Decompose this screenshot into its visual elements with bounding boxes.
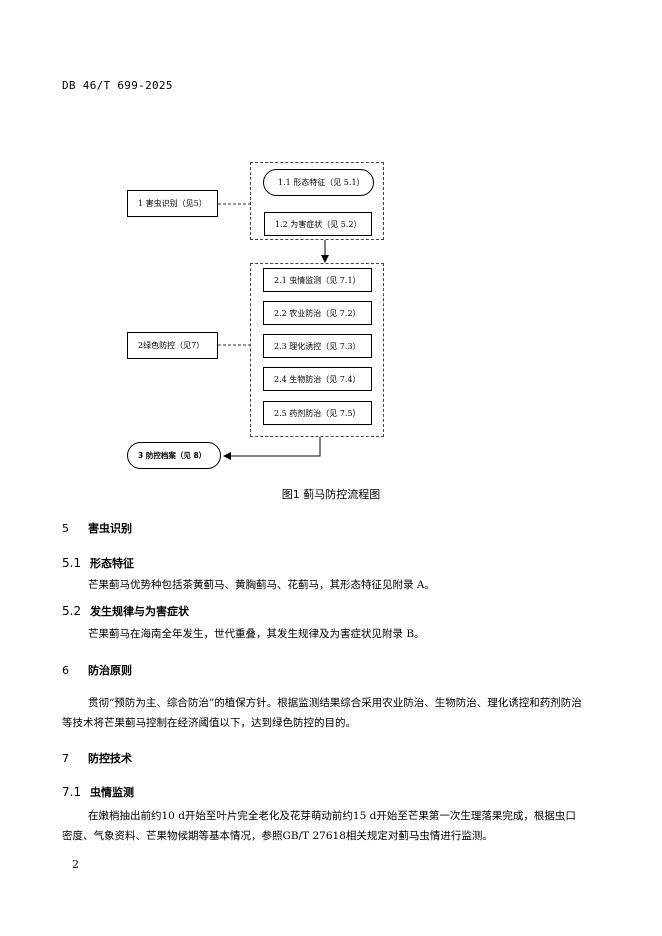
section-number: 6 [62, 664, 69, 677]
section-title: 形态特征 [90, 557, 134, 570]
section-title: 防控技术 [88, 752, 132, 765]
section-title: 发生规律与为害症状 [90, 605, 189, 618]
section-number: 5.1 [62, 556, 82, 570]
document-code: DB 46/T 699-2025 [62, 79, 173, 92]
section-number: 7 [62, 752, 69, 765]
section-title: 害虫识别 [88, 522, 132, 535]
flow-item-morphology: 1.1 形态特征（见 5.1） [263, 169, 374, 196]
section-heading-7-1: 7.1 虫情监测 [62, 784, 134, 800]
flow-item-physical-chemical: 2.3 理化诱控（见 7.3） [263, 334, 372, 358]
section-number: 5.2 [62, 604, 82, 618]
section-number: 5 [62, 522, 69, 535]
page-number: 2 [72, 858, 79, 871]
section-title: 虫情监测 [90, 786, 134, 799]
flow-group-identify [250, 162, 384, 240]
flow-item-damage-symptoms: 1.2 为害症状（见 5.2） [264, 212, 372, 236]
paragraph-6: 贯彻“预防为主、综合防治”的植保方针。根据监测结果综合采用农业防治、生物防治、理… [62, 697, 582, 729]
figure-caption: 图1 蓟马防控流程图 [281, 488, 381, 501]
paragraph-5-1: 芒果蓟马优势种包括茶黄蓟马、黄胸蓟马、花蓟马，其形态特征见附录 A。 [88, 579, 435, 591]
flow-item-agricultural: 2.2 农业防治（见 7.2） [263, 301, 372, 325]
section-title: 防治原则 [88, 664, 132, 677]
flowchart: 1 害虫识别（见5） 1.1 形态特征（见 5.1） 1.2 为害症状（见 5.… [127, 162, 384, 469]
flow-item-biological: 2.4 生物防治（见 7.4） [263, 367, 372, 391]
paragraph-5-2: 芒果蓟马在海南全年发生，世代重叠，其发生规律及为害症状见附录 B。 [88, 628, 425, 640]
flow-box-archive: 3 防控档案（见 8） [127, 442, 221, 469]
flow-item-chemical: 2.5 药剂防治（见 7.5） [263, 401, 372, 425]
section-heading-5-2: 5.2 发生规律与为害症状 [62, 603, 189, 619]
flow-item-monitoring: 2.1 虫情监测（见 7.1） [263, 268, 372, 292]
section-heading-6: 6 防治原则 [62, 662, 132, 678]
flow-box-pest-identify: 1 害虫识别（见5） [127, 190, 218, 217]
flow-box-green-control: 2绿色防控（见7） [127, 332, 218, 359]
section-heading-5: 5 害虫识别 [62, 520, 132, 536]
section-heading-5-1: 5.1 形态特征 [62, 555, 134, 571]
section-heading-7: 7 防控技术 [62, 750, 132, 766]
flow-group-control [250, 263, 384, 437]
section-number: 7.1 [62, 785, 82, 799]
flowchart-connectors [218, 203, 329, 460]
paragraph-7-1: 在嫩梢抽出前约10 d开始至叶片完全老化及花芽萌动前约15 d开始至芒果第一次生… [62, 810, 576, 842]
